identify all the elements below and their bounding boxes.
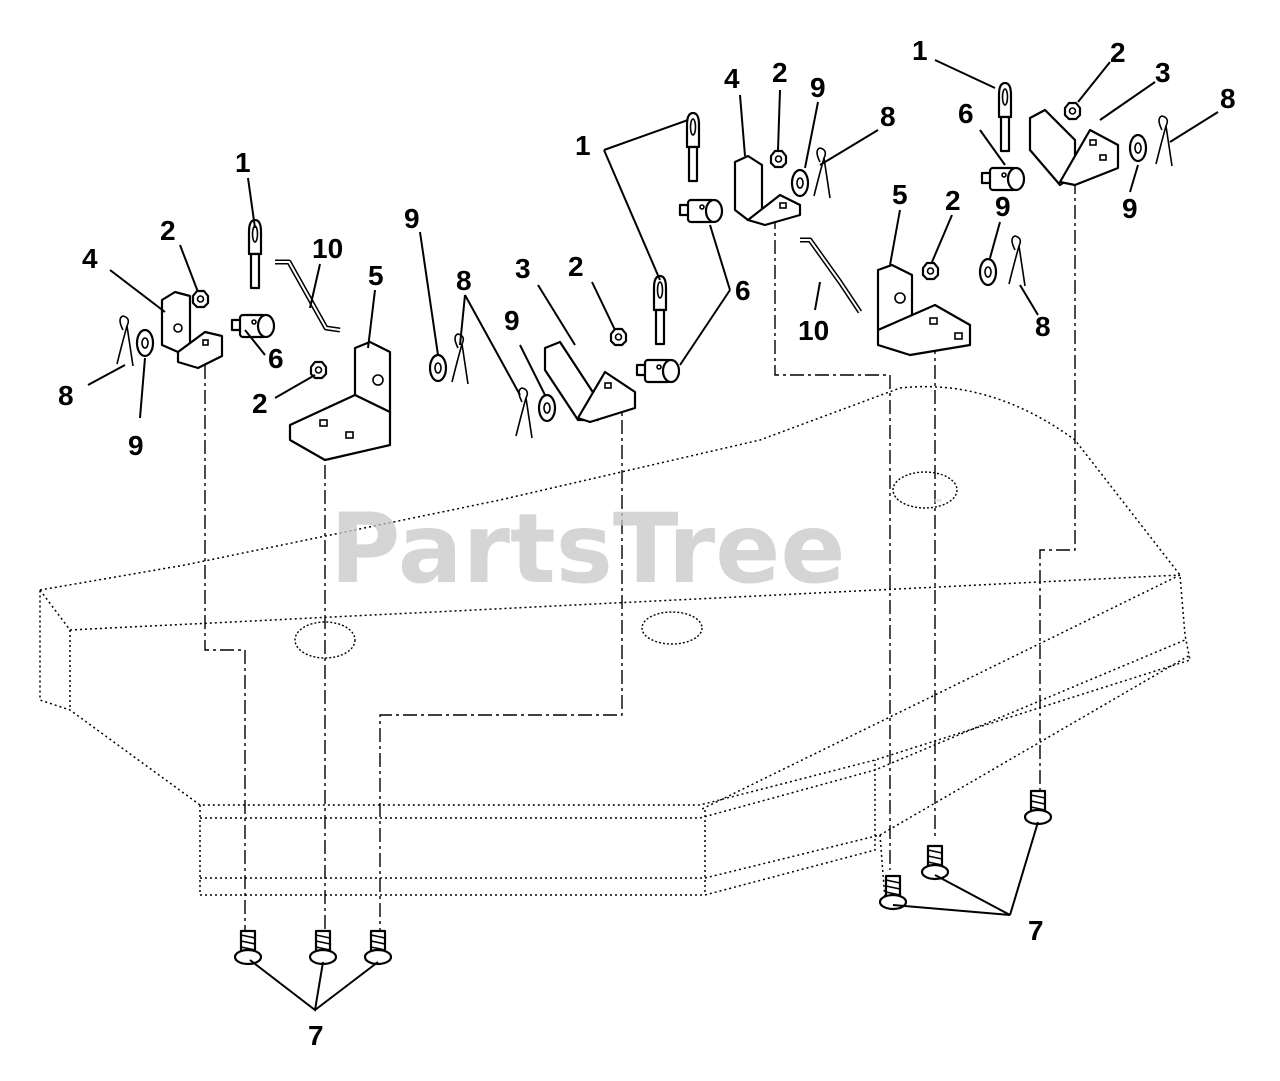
- bracket-5: [288, 340, 392, 462]
- bracket-3: [1028, 108, 1120, 187]
- callout-label: 8: [1220, 83, 1236, 114]
- partstree-watermark: PartsTree ™: [330, 493, 944, 605]
- callout-label: 2: [252, 388, 268, 419]
- callout-label: 10: [312, 233, 343, 264]
- eye-pin: [247, 218, 263, 290]
- callout-label: 2: [772, 57, 788, 88]
- washer: [790, 168, 810, 198]
- nut: [769, 149, 788, 169]
- callout-label: 9: [995, 191, 1011, 222]
- washer: [537, 393, 557, 423]
- eye-pin: [997, 81, 1013, 153]
- bracket-5: [876, 263, 972, 357]
- callout-label: 1: [575, 130, 591, 161]
- eye-pin: [685, 111, 701, 183]
- callout-labels: 1 2 2 4 8 9 6 10 5 9 8 9 3 2 1 6 4 2 9 8…: [58, 35, 1236, 1051]
- callout-label: 5: [892, 179, 908, 210]
- bracket-4: [733, 154, 802, 227]
- callout-label: 8: [456, 265, 472, 296]
- callout-leaders: [87, 59, 1219, 1012]
- spacer: [230, 313, 276, 339]
- bracket-4: [160, 290, 224, 370]
- callout-label: 9: [128, 430, 144, 461]
- callout-label: 10: [798, 315, 829, 346]
- callout-label: 3: [1155, 57, 1171, 88]
- callout-label: 6: [735, 275, 751, 306]
- hairpin-clip: [116, 315, 134, 367]
- callout-label: 9: [404, 203, 420, 234]
- mower-deck: [39, 385, 1191, 901]
- callout-label: 8: [1035, 311, 1051, 342]
- deck-bolts: [233, 789, 1053, 966]
- trademark-symbol: ™: [932, 497, 944, 511]
- callout-label: 9: [504, 305, 520, 336]
- callout-label: 6: [268, 343, 284, 374]
- callout-label: 2: [568, 251, 584, 282]
- callout-label: 5: [368, 260, 384, 291]
- left-bracket-assembly: [116, 218, 681, 462]
- hairpin-clip: [813, 147, 831, 199]
- watermark-text: PartsTree: [330, 493, 845, 605]
- hairpin-clip: [1008, 235, 1026, 287]
- callout-label: 2: [945, 185, 961, 216]
- callout-label: 8: [880, 101, 896, 132]
- hairpin-clip: [1155, 115, 1173, 167]
- washer: [978, 257, 998, 287]
- carriage-bolt: [363, 929, 393, 966]
- washer: [135, 328, 155, 358]
- callout-label: 8: [58, 380, 74, 411]
- carriage-bolt: [920, 844, 950, 881]
- callout-label: 9: [810, 72, 826, 103]
- carriage-bolt: [233, 929, 263, 966]
- callout-label: 1: [235, 147, 251, 178]
- nut: [191, 289, 210, 309]
- washer: [1128, 133, 1148, 163]
- eye-pin: [652, 274, 668, 346]
- callout-label: 2: [160, 215, 176, 246]
- hairpin-clip: [515, 387, 533, 439]
- nut: [921, 261, 940, 281]
- carriage-bolt: [1023, 789, 1053, 826]
- callout-label: 7: [308, 1020, 324, 1051]
- handle-rod: [275, 259, 341, 333]
- spacer: [678, 198, 724, 224]
- callout-label: 4: [82, 243, 98, 274]
- assembly-centerlines: [204, 180, 1076, 930]
- callout-label: 6: [958, 98, 974, 129]
- spacer: [980, 166, 1026, 192]
- callout-label: 9: [1122, 193, 1138, 224]
- callout-label: 7: [1028, 915, 1044, 946]
- nut: [1063, 101, 1082, 121]
- callout-label: 4: [724, 63, 740, 94]
- spacer: [635, 358, 681, 384]
- handle-rod: [800, 237, 863, 314]
- carriage-bolt: [308, 929, 338, 966]
- callout-label: 3: [515, 253, 531, 284]
- bracket-3: [543, 340, 637, 424]
- nut: [609, 327, 628, 347]
- callout-label: 2: [1110, 37, 1126, 68]
- washer: [428, 353, 448, 383]
- right-bracket-assembly: [678, 81, 1173, 357]
- callout-label: 1: [912, 35, 928, 66]
